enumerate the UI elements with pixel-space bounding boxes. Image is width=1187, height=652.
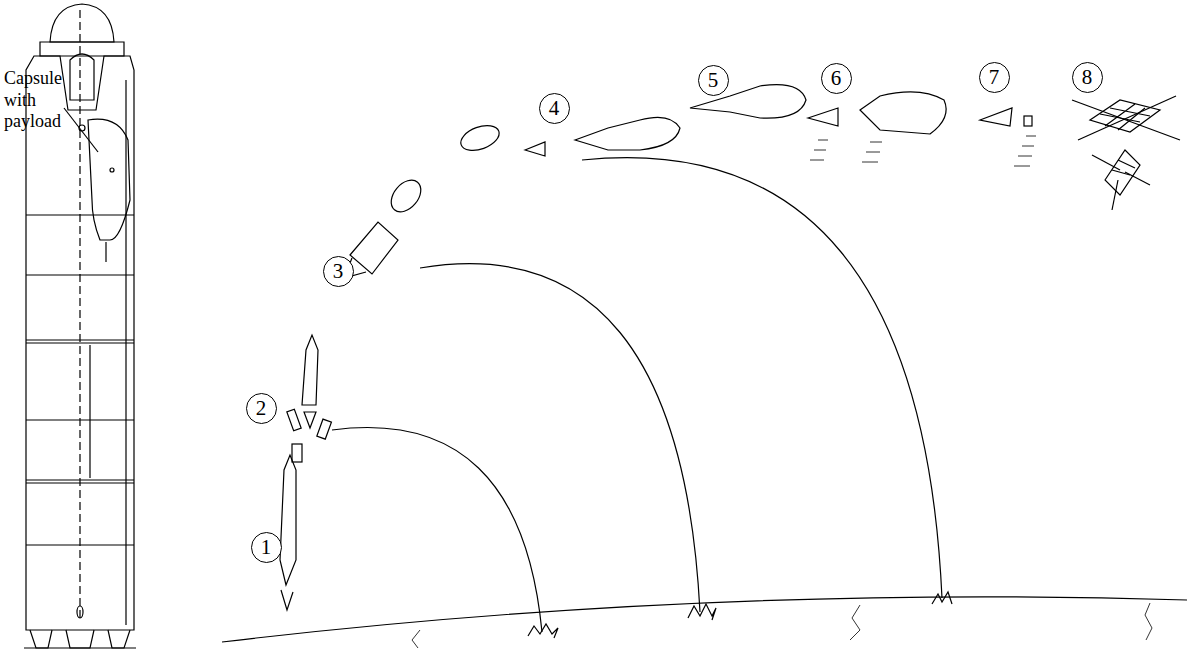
debris <box>688 604 716 620</box>
trajectory <box>332 428 542 632</box>
stage-2-rocket <box>302 335 318 405</box>
satellite-deployed <box>1092 150 1150 210</box>
callout-number: 8 <box>1082 67 1093 88</box>
leader-line <box>64 108 98 152</box>
trajectory <box>420 264 700 612</box>
callout-number: 7 <box>989 67 1000 88</box>
stage-4-block <box>525 142 545 156</box>
callout-circle: 1 <box>251 532 282 563</box>
callout-number: 4 <box>549 98 560 119</box>
callout-circle: 2 <box>246 393 277 424</box>
stage-6-capsule <box>808 108 838 126</box>
stage-3-separation <box>350 222 398 274</box>
callout-circle: 7 <box>979 62 1010 93</box>
capsule <box>457 121 502 155</box>
callout-number: 6 <box>831 68 842 89</box>
stage-7-fairing <box>980 108 1012 126</box>
callout-circle: 8 <box>1072 62 1103 93</box>
debris <box>932 592 952 604</box>
debris <box>528 624 558 638</box>
callout-number: 1 <box>261 537 272 558</box>
ground-line <box>222 597 1187 642</box>
callout-circle: 4 <box>539 93 570 124</box>
callout-number: 3 <box>333 261 344 282</box>
satellite-crossed <box>1072 96 1180 140</box>
stage-1-rocket <box>280 455 296 585</box>
callout-circle: 5 <box>698 65 729 96</box>
trajectory <box>582 158 942 598</box>
callout-circle: 3 <box>323 256 354 287</box>
rocket-drawing <box>24 4 136 648</box>
part-label: Capsule with payload <box>4 68 62 133</box>
callout-circle: 6 <box>821 63 852 94</box>
callout-number: 2 <box>256 398 267 419</box>
callout-number: 5 <box>708 70 719 91</box>
